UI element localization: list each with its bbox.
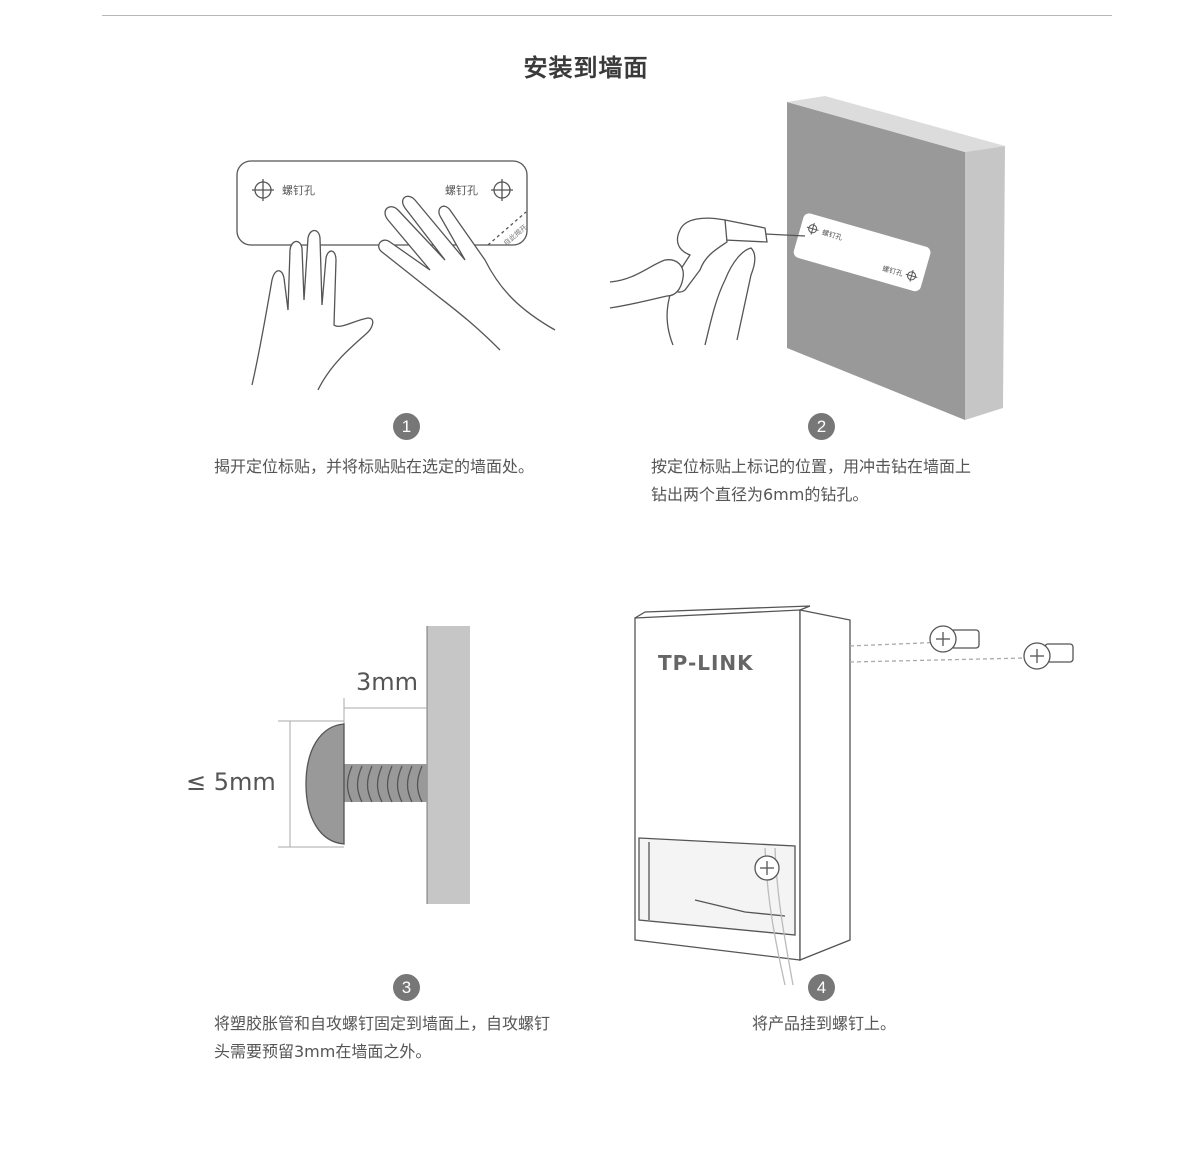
step-number-badge: 4 [808, 974, 835, 1001]
step4-caption: 将产品挂到螺钉上。 [752, 1010, 896, 1038]
screw-icon [929, 625, 980, 653]
wall-sticker: 螺钉孔 螺钉孔 [793, 213, 931, 292]
device-brand-logo: TP-LINK [658, 651, 754, 675]
step2-illustration: 螺钉孔 螺钉孔 [609, 96, 1005, 420]
screw-icon [1023, 642, 1074, 670]
step1-illustration: 螺钉孔 螺钉孔 自此揭开 [236, 160, 556, 391]
screw-icon [754, 855, 780, 881]
caption-line: 按定位标贴上标记的位置，用冲击钻在墙面上 [651, 457, 972, 476]
crosshair-icon [252, 179, 274, 201]
left-hand [251, 229, 374, 391]
device-side [799, 609, 851, 961]
step3-illustration: 3mm ≤ 5mm [186, 626, 470, 904]
wall-edge [965, 146, 1005, 420]
top-divider [102, 15, 1112, 16]
step-number-badge: 3 [393, 974, 420, 1001]
step2-caption: 按定位标贴上标记的位置，用冲击钻在墙面上 钻出两个直径为6mm的钻孔。 [651, 453, 971, 509]
step-number-badge: 1 [393, 413, 420, 440]
caption-line: 揭开定位标贴，并将标贴贴在选定的墙面处。 [214, 457, 535, 476]
caption-line: 头需要预留3mm在墙面之外。 [214, 1042, 432, 1061]
caption-line: 将塑胶胀管和自攻螺钉固定到墙面上，自攻螺钉 [214, 1014, 551, 1033]
sticker-label: 螺钉孔 [282, 184, 315, 197]
sticker-note: 自此揭开 [502, 223, 529, 248]
section-title: 安装到墙面 [523, 54, 649, 82]
impact-drill [609, 217, 806, 346]
caption-line: 钻出两个直径为6mm的钻孔。 [651, 485, 869, 504]
caption-line: 将产品挂到螺钉上。 [752, 1014, 897, 1033]
step-number-badge: 2 [808, 413, 835, 440]
dimension-gap-label: 3mm [356, 668, 418, 696]
crosshair-icon [491, 179, 513, 201]
wall-section [427, 626, 470, 904]
screw [305, 723, 427, 845]
step3-caption: 将塑胶胀管和自攻螺钉固定到墙面上，自攻螺钉 头需要预留3mm在墙面之外。 [214, 1010, 550, 1066]
right-hand [378, 195, 556, 351]
sticker-label: 螺钉孔 [445, 184, 478, 197]
wall-side [787, 96, 1005, 152]
step1-caption: 揭开定位标贴，并将标贴贴在选定的墙面处。 [214, 453, 534, 481]
position-sticker [236, 160, 528, 246]
dimension-head-label: ≤ 5mm [186, 768, 276, 796]
step4-illustration: TP-LINK [634, 605, 1074, 986]
